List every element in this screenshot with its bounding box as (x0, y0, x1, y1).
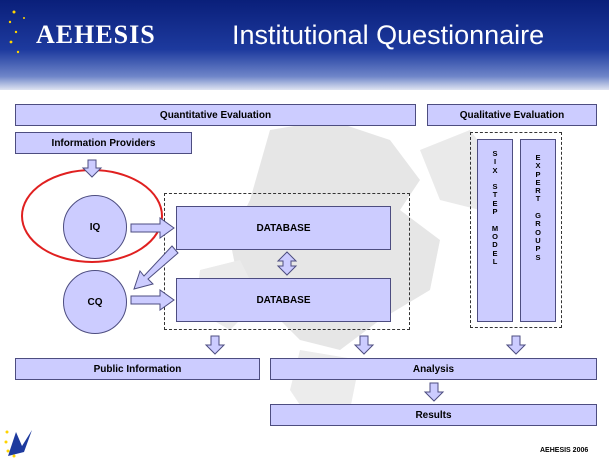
database-top-box: DATABASE (176, 206, 391, 250)
arrow-database-to-cq (133, 245, 179, 290)
slide-title: Institutional Questionnaire (232, 20, 545, 50)
quantitative-evaluation-box: Quantitative Evaluation (15, 104, 416, 126)
arrow-to-results (423, 382, 445, 402)
footer-label: AEHESIS 2006 (540, 447, 589, 454)
arrow-qualitative-to-analysis (505, 335, 527, 355)
information-providers-box: Information Providers (15, 132, 192, 154)
database-bottom-box: DATABASE (176, 278, 391, 322)
arrow-to-analysis (353, 335, 375, 355)
double-arrow-databases (276, 251, 298, 276)
qualitative-evaluation-box: Qualitative Evaluation (427, 104, 597, 126)
arrow-to-public-information (204, 335, 226, 355)
arrow-providers-to-iq (81, 159, 103, 178)
six-step-model-box: S I X S T E P M O D E L (477, 139, 513, 322)
header-banner: AEHESIS Institutional Questionnaire (0, 0, 609, 90)
public-information-box: Public Information (15, 358, 260, 380)
six-step-model-label: S I X S T E P M O D E L (491, 149, 499, 266)
arrow-cq-to-database (130, 289, 175, 311)
analysis-box: Analysis (270, 358, 597, 380)
star-sparkles-icon (8, 10, 25, 54)
arrow-iq-to-database (130, 217, 175, 239)
iq-circle: IQ (63, 195, 127, 259)
iq-highlight-ring (21, 169, 163, 263)
brand-logo: AEHESIS (36, 20, 156, 49)
cq-circle: CQ (63, 270, 127, 334)
qualitative-group-outline (470, 132, 562, 328)
expert-groups-label: E X P E R T G R O U P S (535, 153, 541, 262)
eu-star-logo-icon (2, 426, 38, 460)
results-box: Results (270, 404, 597, 426)
expert-groups-box: E X P E R T G R O U P S (520, 139, 556, 322)
